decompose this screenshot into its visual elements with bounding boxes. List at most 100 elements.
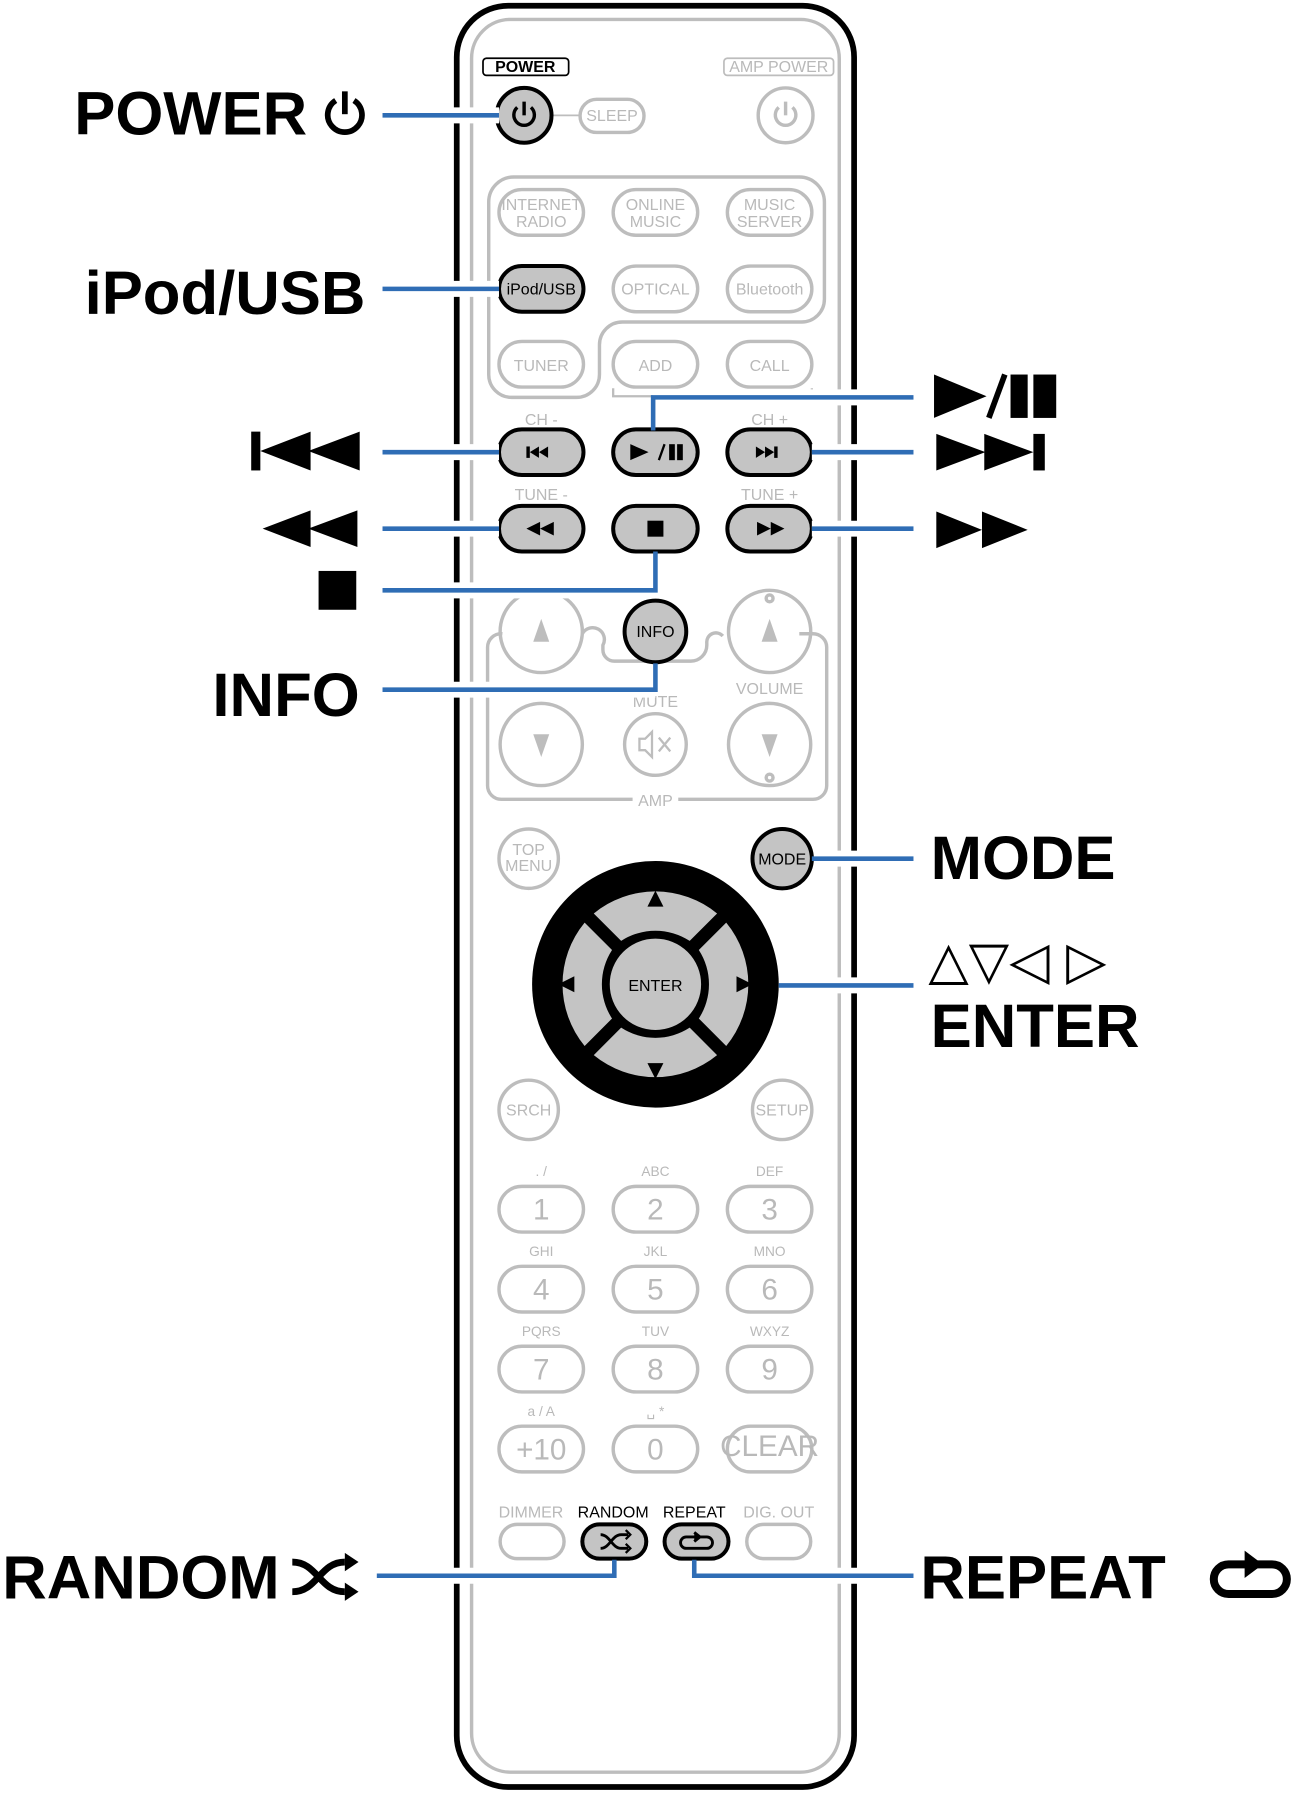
mute-label: MUTE bbox=[633, 694, 678, 711]
stop-icon bbox=[318, 570, 357, 610]
power-button[interactable] bbox=[494, 85, 554, 145]
info-button[interactable]: INFO bbox=[622, 598, 689, 665]
callout-info-label: INFO bbox=[212, 661, 359, 730]
volume-up-button[interactable] bbox=[726, 588, 813, 675]
keypad-key-label: 0 bbox=[647, 1433, 664, 1466]
cursor-up-button[interactable] bbox=[593, 891, 718, 941]
play-pause-icon bbox=[630, 443, 683, 461]
mode-button[interactable]: MODE bbox=[750, 826, 814, 891]
enter-button[interactable] bbox=[605, 934, 706, 1035]
callout-line-info bbox=[382, 663, 658, 692]
search-button[interactable]: SRCH bbox=[497, 1078, 561, 1142]
tuner-button[interactable]: TUNER bbox=[497, 339, 586, 389]
ipod-usb-button[interactable]: iPod/USB bbox=[496, 264, 586, 314]
callout-repeat-label: REPEAT bbox=[920, 1544, 1165, 1613]
keypad-button-8[interactable]: 8 bbox=[611, 1344, 700, 1394]
stop-button[interactable] bbox=[611, 503, 700, 554]
keypad-sub-label: GHI bbox=[529, 1244, 553, 1259]
keypad-button-9[interactable]: 9 bbox=[725, 1344, 814, 1394]
keypad-sub-label: ABC bbox=[641, 1164, 669, 1179]
svg-text:SETUP: SETUP bbox=[756, 1103, 809, 1120]
skip-next-icon bbox=[936, 433, 1045, 471]
keypad-button-plus10[interactable]: +10 bbox=[497, 1424, 586, 1474]
keypad-button-7[interactable]: 7 bbox=[497, 1344, 586, 1394]
keypad-sub-label: ␣ * bbox=[647, 1404, 665, 1420]
enter-label: ENTER bbox=[628, 978, 682, 995]
keypad-key-label: CLEAR bbox=[720, 1430, 819, 1463]
fast-forward-icon bbox=[757, 521, 785, 536]
callout-power-label: POWER bbox=[74, 80, 307, 149]
input-down-button[interactable] bbox=[498, 701, 585, 788]
dig-out-button[interactable] bbox=[745, 1522, 813, 1561]
play-pause-icon bbox=[934, 373, 1057, 419]
keypad-key-label: 3 bbox=[761, 1194, 778, 1227]
keypad-button-3[interactable]: 3 bbox=[725, 1184, 814, 1234]
svg-text:INFO: INFO bbox=[636, 624, 674, 641]
keypad-button-6[interactable]: 6 bbox=[725, 1264, 814, 1314]
keypad-sub-label: TUV bbox=[642, 1324, 670, 1339]
previous-button[interactable] bbox=[496, 427, 586, 478]
repeat-button[interactable] bbox=[662, 1522, 731, 1561]
rewind-icon bbox=[262, 510, 358, 547]
amp-power-button[interactable] bbox=[756, 86, 815, 145]
mute-icon bbox=[638, 729, 672, 760]
dimmer-label: DIMMER bbox=[499, 1505, 564, 1522]
bluetooth-button[interactable]: Bluetooth bbox=[725, 264, 814, 314]
power-icon bbox=[773, 101, 798, 127]
add-button[interactable]: ADD bbox=[611, 339, 700, 389]
volume-down-button[interactable] bbox=[726, 701, 813, 788]
volume-label: VOLUME bbox=[736, 681, 803, 698]
next-button[interactable] bbox=[725, 427, 814, 478]
amp-power-label: AMP POWER bbox=[729, 59, 828, 76]
svg-text:TOP: TOP bbox=[512, 842, 545, 859]
rewind-button[interactable] bbox=[496, 503, 586, 554]
ch-plus-label: CH + bbox=[751, 412, 788, 429]
setup-button[interactable]: SETUP bbox=[750, 1078, 814, 1142]
keypad-button-2[interactable]: 2 bbox=[611, 1184, 700, 1234]
svg-text:Bluetooth: Bluetooth bbox=[736, 282, 803, 299]
callout-line-random bbox=[376, 1559, 617, 1579]
keypad-button-4[interactable]: 4 bbox=[497, 1264, 586, 1314]
ch-minus-label: CH - bbox=[525, 412, 558, 429]
keypad-sub-label: DEF bbox=[756, 1164, 783, 1179]
keypad-key-label: 5 bbox=[647, 1273, 664, 1306]
keypad-sub-label: WXYZ bbox=[750, 1324, 790, 1339]
keypad-button-0[interactable]: 0 bbox=[611, 1424, 700, 1474]
keypad-button-5[interactable]: 5 bbox=[611, 1264, 700, 1314]
play-pause-button[interactable] bbox=[611, 427, 700, 478]
keypad-key-label: 2 bbox=[647, 1194, 664, 1227]
mute-button[interactable] bbox=[622, 711, 688, 778]
keypad-key-label: +10 bbox=[516, 1433, 566, 1466]
keypad-button-1[interactable]: 1 bbox=[497, 1184, 586, 1234]
triangle-down-icon bbox=[761, 734, 778, 758]
triangle-up-icon bbox=[761, 618, 778, 642]
svg-text:TUNER: TUNER bbox=[514, 358, 569, 375]
optical-button[interactable]: OPTICAL bbox=[611, 264, 700, 314]
cursor-left-button[interactable] bbox=[562, 922, 613, 1046]
cursor-pad[interactable]: ENTER bbox=[532, 860, 779, 1108]
keypad-sub-label: JKL bbox=[644, 1244, 668, 1259]
amp-label: AMP bbox=[638, 793, 673, 810]
callout-mode-label: MODE bbox=[931, 824, 1116, 893]
keypad-key-label: 1 bbox=[533, 1194, 550, 1227]
sleep-button[interactable]: SLEEP bbox=[578, 97, 646, 135]
stop-icon bbox=[647, 520, 664, 537]
cursor-down-button[interactable] bbox=[593, 1027, 718, 1078]
svg-text:SERVER: SERVER bbox=[737, 214, 802, 231]
cursor-right-button[interactable] bbox=[698, 922, 749, 1046]
fast-forward-button[interactable] bbox=[725, 503, 814, 554]
call-button[interactable]: CALL bbox=[725, 339, 814, 389]
keypad: . /1ABC2DEF3GHI4JKL5MNO6PQRS7TUV8WXYZ9a … bbox=[497, 1164, 819, 1474]
keypad-button-clear[interactable]: CLEAR bbox=[720, 1424, 819, 1474]
callout-line-play-pause bbox=[650, 395, 914, 431]
repeat-label: REPEAT bbox=[663, 1505, 726, 1522]
callout-enter-label: ENTER bbox=[931, 992, 1140, 1061]
dimmer-button[interactable] bbox=[498, 1522, 566, 1561]
triangle-down-icon bbox=[533, 734, 550, 758]
random-button[interactable] bbox=[580, 1522, 649, 1561]
keypad-key-label: 8 bbox=[647, 1353, 664, 1386]
